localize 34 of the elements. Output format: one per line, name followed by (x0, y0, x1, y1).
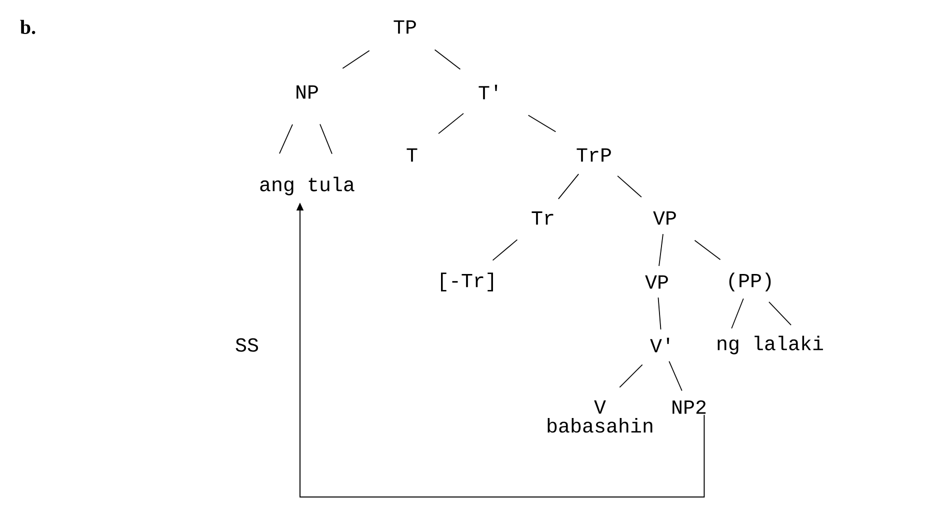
tree-branch (658, 297, 662, 330)
tree-branch (558, 174, 580, 200)
tree-label: VP (645, 275, 668, 289)
tree-branch (619, 364, 643, 388)
tree-branch (731, 298, 744, 329)
tree-label: T (406, 148, 418, 162)
tree-label: ang tula (260, 176, 354, 196)
tree-branch (320, 124, 332, 154)
tree-branch (528, 114, 556, 132)
tree-branch (617, 175, 642, 198)
tree-label: NP2 (672, 400, 706, 414)
word-label: babasahin (548, 418, 652, 433)
tree-label: V' (650, 338, 670, 352)
tree-label: V (594, 400, 606, 414)
tree-branch (658, 234, 664, 266)
tree-label: Tr (532, 211, 554, 225)
label-text: b. (20, 20, 36, 34)
tree-label: TP (394, 20, 416, 34)
tree-label: NP (296, 85, 318, 99)
tree-label: ng lalaki (718, 336, 823, 354)
tree-branch (768, 301, 792, 326)
tree-branch (492, 239, 518, 261)
tree-branch (694, 240, 721, 260)
tree-label: [-Tr] (441, 272, 493, 292)
tree-branch (434, 49, 461, 70)
tree-branch (342, 50, 370, 69)
label-text: SS (236, 338, 258, 352)
tree-label: TrP (576, 148, 611, 162)
tree-branch (279, 124, 293, 154)
tree-label: (PP) (729, 272, 771, 292)
tree-branch (668, 360, 682, 392)
tree-label: T' (478, 84, 498, 100)
tree-label: VP (653, 211, 676, 225)
tree-branch (438, 112, 464, 134)
